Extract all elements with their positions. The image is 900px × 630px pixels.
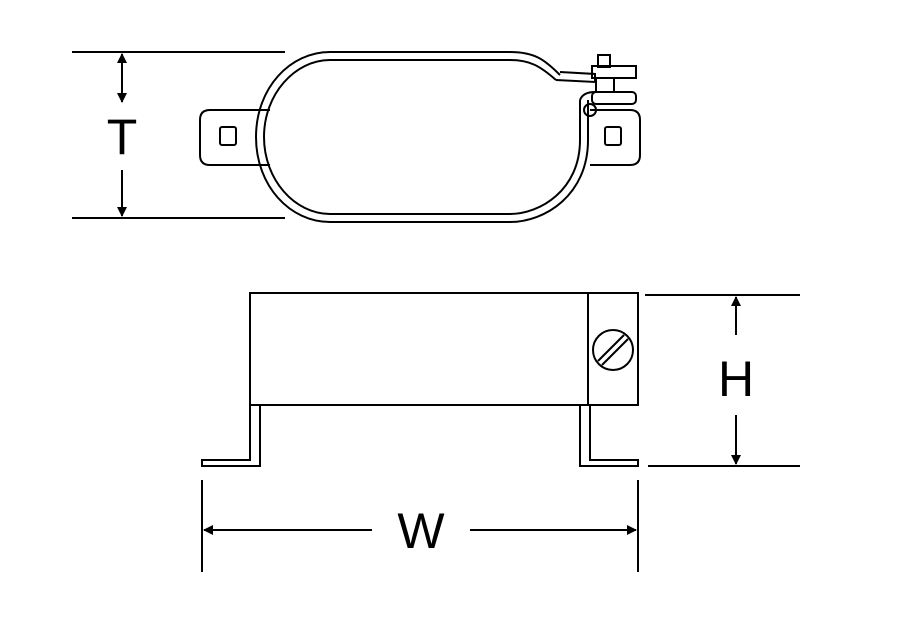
- front-view: H W: [201, 292, 800, 572]
- left-mounting-tab: [199, 109, 270, 166]
- screw-shank: [595, 77, 615, 93]
- screw-slot-line-b: [601, 338, 629, 366]
- inner-band: [262, 59, 581, 215]
- clamp-ear-upper: [555, 71, 596, 84]
- right-mounting-tab: [590, 109, 641, 166]
- screw-washer: [591, 91, 637, 105]
- left-foot: [201, 405, 261, 467]
- right-tab-hole: [604, 126, 622, 146]
- top-view: T: [72, 51, 641, 223]
- clamp-ear-lower: [579, 91, 610, 101]
- housing-body: [249, 292, 639, 406]
- right-foot: [579, 405, 639, 467]
- clamp-screw: [583, 54, 637, 117]
- height-label: H: [718, 351, 754, 407]
- outer-band: [254, 51, 589, 223]
- screw-tip: [583, 103, 597, 117]
- left-tab-hole: [219, 126, 237, 146]
- thickness-label: T: [107, 109, 138, 165]
- screw-slot-line-a: [597, 334, 625, 362]
- slotted-screw-icon: [592, 329, 634, 371]
- width-label: W: [397, 503, 445, 559]
